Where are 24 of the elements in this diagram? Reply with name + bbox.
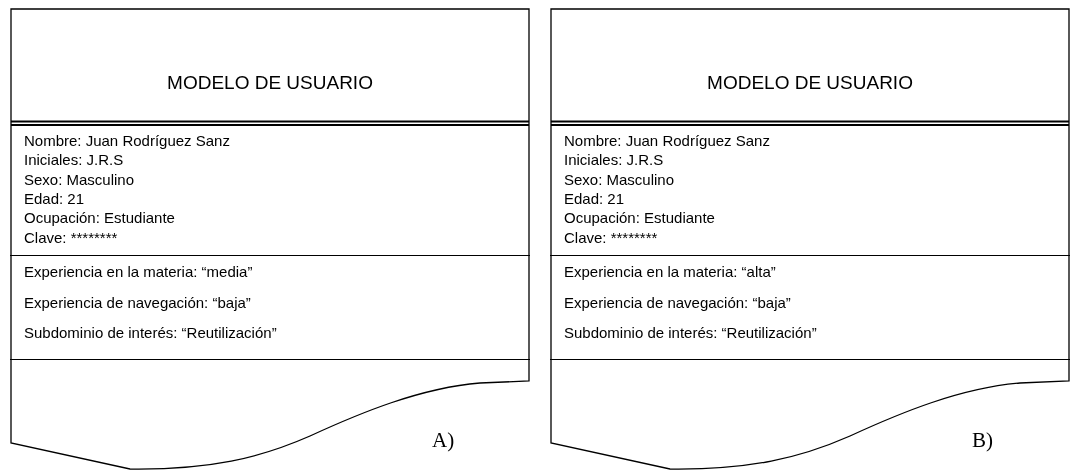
field-text: Experiencia de navegación: “baja” xyxy=(564,293,791,312)
field-text: Nombre: Juan Rodríguez Sanz xyxy=(564,132,770,150)
field-text: Sexo: Masculino xyxy=(564,170,675,189)
field-text: Experiencia en la materia: “alta” xyxy=(564,263,776,281)
field-text: Sexo: Masculino xyxy=(24,170,135,189)
document-shape xyxy=(10,8,530,471)
field-text: Experiencia en la materia: “media” xyxy=(24,263,253,281)
field-text: Iniciales: J.R.S xyxy=(564,151,664,170)
field-text: Nombre: Juan Rodríguez Sanz xyxy=(24,132,230,150)
field-text: Edad: 21 xyxy=(564,189,625,208)
heading-text: MODELO DE USUARIO xyxy=(166,72,374,94)
panel-label: A) xyxy=(432,428,455,453)
field-text: Ocupación: Estudiante xyxy=(24,209,175,228)
panel-label: B) xyxy=(972,428,993,453)
field-text: Clave: ******** xyxy=(24,228,118,247)
field-text: Clave: ******** xyxy=(564,228,658,247)
field-text: Subdominio de interés: “Reutilización” xyxy=(564,324,817,342)
field-text: Iniciales: J.R.S xyxy=(24,151,124,170)
field-text: Edad: 21 xyxy=(24,189,85,208)
heading-text: MODELO DE USUARIO xyxy=(706,72,914,94)
document-shape xyxy=(550,8,1070,471)
field-text: Subdominio de interés: “Reutilización” xyxy=(24,324,277,342)
field-text: Ocupación: Estudiante xyxy=(564,209,715,228)
field-text: Experiencia de navegación: “baja” xyxy=(24,293,251,312)
